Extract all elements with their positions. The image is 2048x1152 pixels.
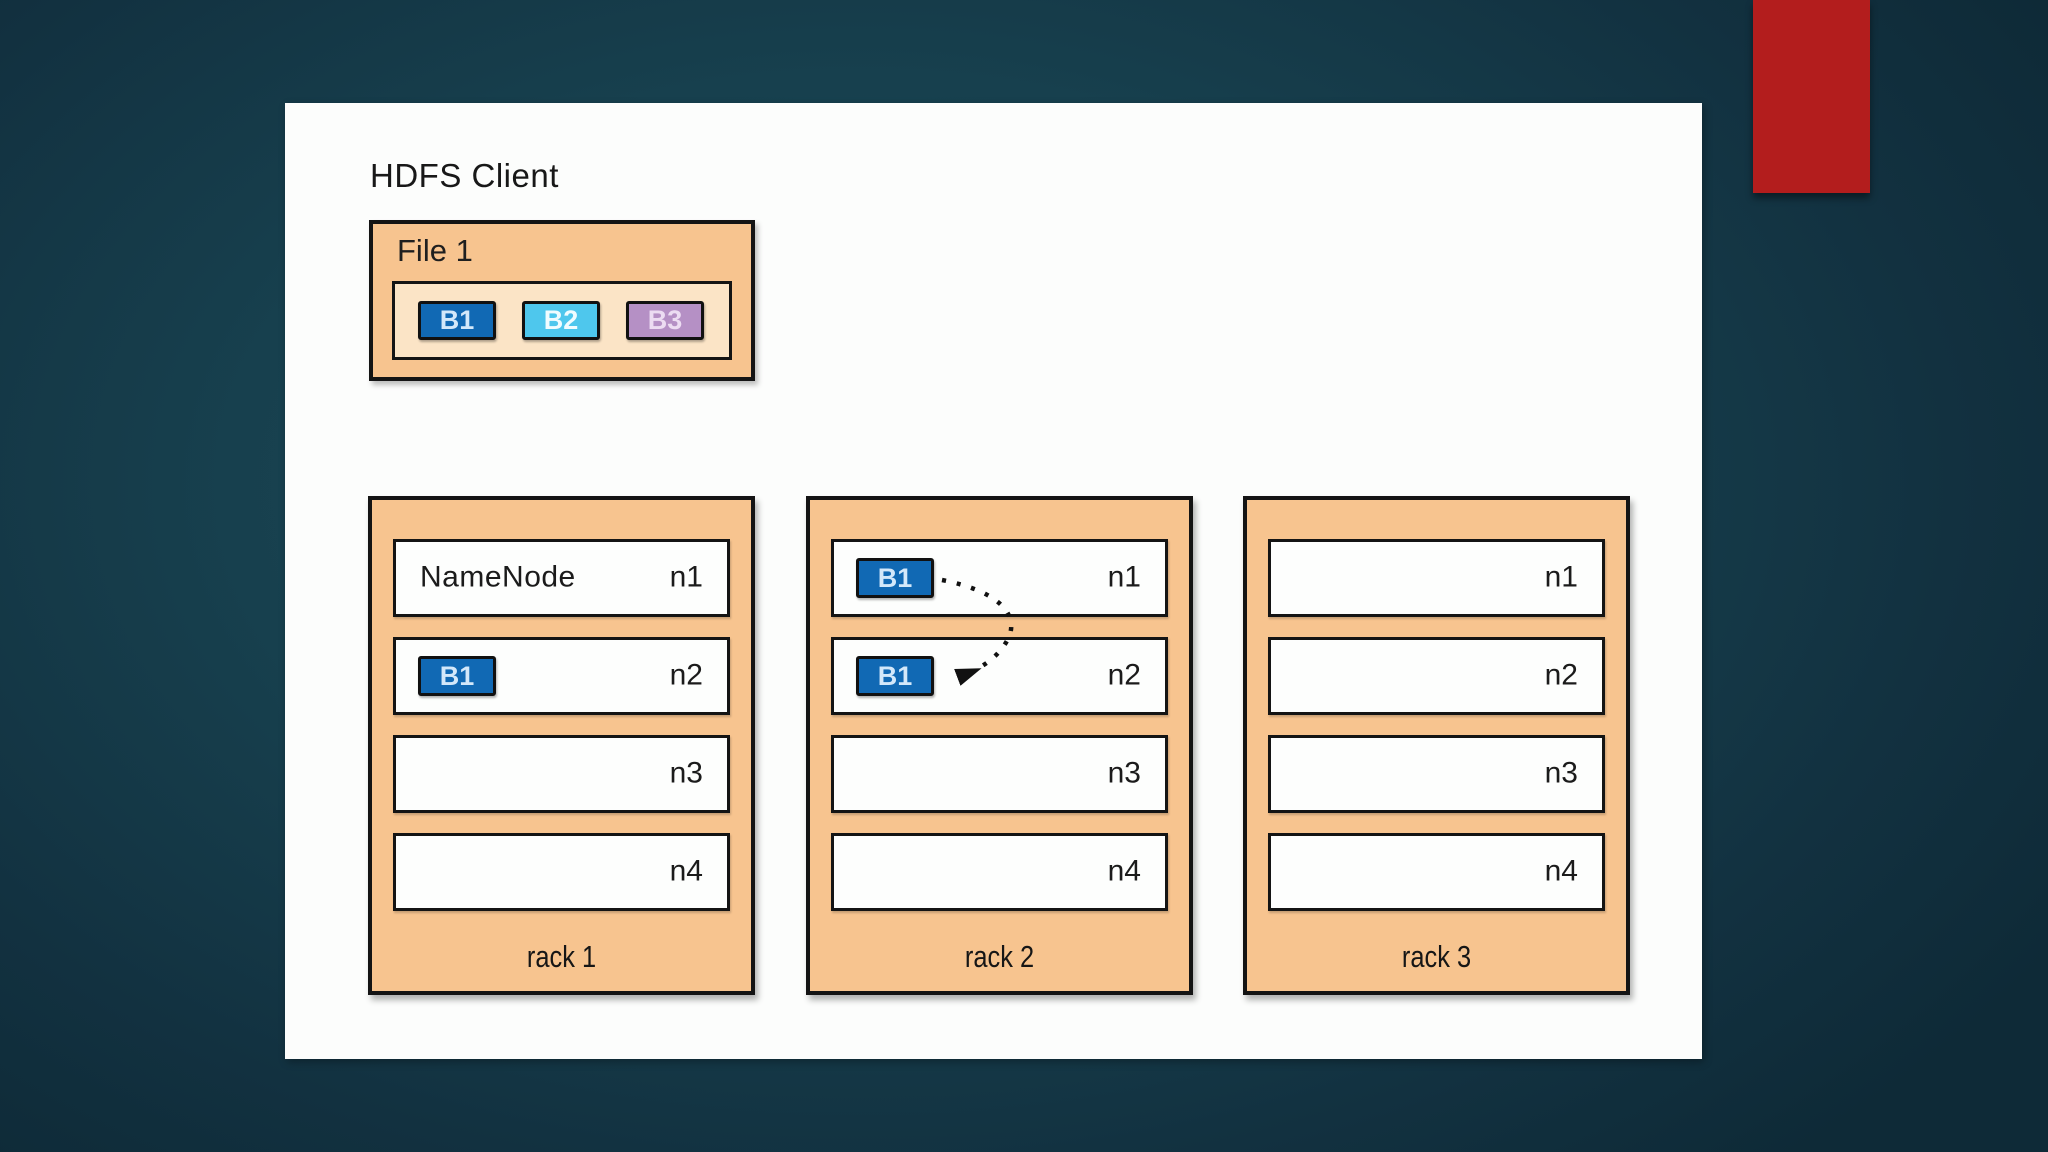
node-name: n1 bbox=[1107, 560, 1141, 594]
node-name: n3 bbox=[1107, 756, 1141, 790]
rack3-node-n3: n3 bbox=[1268, 735, 1605, 813]
file-box: File 1 B1 B2 B3 bbox=[369, 220, 755, 381]
node-name: n4 bbox=[669, 854, 703, 888]
rack1-node-n1: NameNode n1 bbox=[393, 539, 730, 617]
block-b1-replica: B1 bbox=[856, 656, 934, 696]
rack2-node-n2: B1 n2 bbox=[831, 637, 1168, 715]
rack1-node-n3: n3 bbox=[393, 735, 730, 813]
rack-2: B1 n1 B1 n2 n3 n4 rack 2 bbox=[806, 496, 1193, 995]
node-name: n1 bbox=[1544, 560, 1578, 594]
rack-3: n1 n2 n3 n4 rack 3 bbox=[1243, 496, 1630, 995]
rack-1: NameNode n1 B1 n2 n3 n4 rack 1 bbox=[368, 496, 755, 995]
block-b1-replica: B1 bbox=[856, 558, 934, 598]
rack-2-label: rack 2 bbox=[964, 939, 1035, 974]
node-name: n3 bbox=[669, 756, 703, 790]
hdfs-client-title: HDFS Client bbox=[370, 157, 559, 194]
node-name: n4 bbox=[1107, 854, 1141, 888]
node-name: n2 bbox=[1107, 658, 1141, 692]
namenode-label: NameNode bbox=[420, 560, 576, 594]
rack3-node-n4: n4 bbox=[1268, 833, 1605, 911]
node-name: n3 bbox=[1544, 756, 1578, 790]
rack3-node-n2: n2 bbox=[1268, 637, 1605, 715]
node-name: n2 bbox=[1544, 658, 1578, 692]
block-b1: B1 bbox=[418, 301, 496, 340]
block-b1-replica: B1 bbox=[418, 656, 496, 696]
content-panel: HDFS Client File 1 B1 B2 B3 NameNode n1 … bbox=[285, 103, 1702, 1059]
rack-3-label: rack 3 bbox=[1401, 939, 1472, 974]
block-b3: B3 bbox=[626, 301, 704, 340]
rack3-node-n1: n1 bbox=[1268, 539, 1605, 617]
node-name: n1 bbox=[669, 560, 703, 594]
node-name: n2 bbox=[669, 658, 703, 692]
file-blocks-strip: B1 B2 B3 bbox=[392, 281, 732, 360]
block-b2: B2 bbox=[522, 301, 600, 340]
rack-1-label: rack 1 bbox=[526, 939, 597, 974]
node-name: n4 bbox=[1544, 854, 1578, 888]
rack1-node-n4: n4 bbox=[393, 833, 730, 911]
rack1-node-n2: B1 n2 bbox=[393, 637, 730, 715]
rack2-node-n3: n3 bbox=[831, 735, 1168, 813]
accent-bar bbox=[1753, 0, 1870, 193]
rack2-node-n1: B1 n1 bbox=[831, 539, 1168, 617]
rack2-node-n4: n4 bbox=[831, 833, 1168, 911]
file-label: File 1 bbox=[397, 233, 473, 268]
